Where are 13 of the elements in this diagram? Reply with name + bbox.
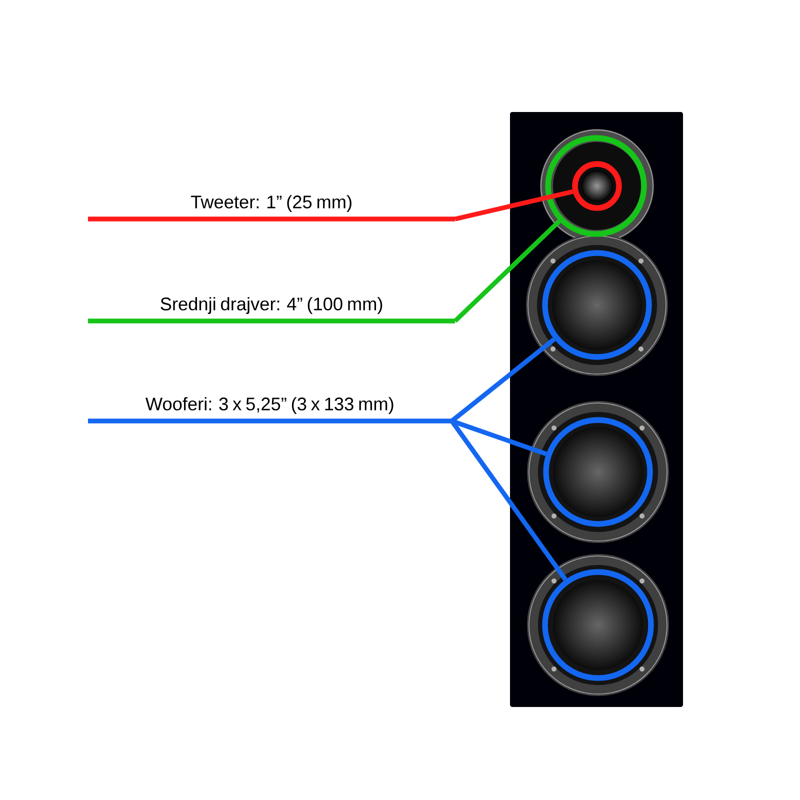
leader-line — [451, 418, 547, 456]
highlight-ring — [542, 569, 654, 681]
leader-line — [450, 337, 556, 423]
underlined-callout: Wooferi: 3 x 5,25” (3 x 133 mm) — [88, 397, 452, 424]
highlight-ring — [572, 161, 622, 211]
leader-line — [454, 189, 574, 222]
highlight-ring — [545, 135, 647, 237]
underlined-callout: Tweeter: 1” (25 mm) — [88, 195, 456, 222]
highlight-ring — [542, 250, 652, 360]
leader-line — [450, 420, 568, 581]
underlined-callout: Srednji drajver: 4” (100 mm) — [88, 297, 456, 324]
highlight-ring — [543, 417, 653, 527]
leader-line — [454, 219, 561, 323]
